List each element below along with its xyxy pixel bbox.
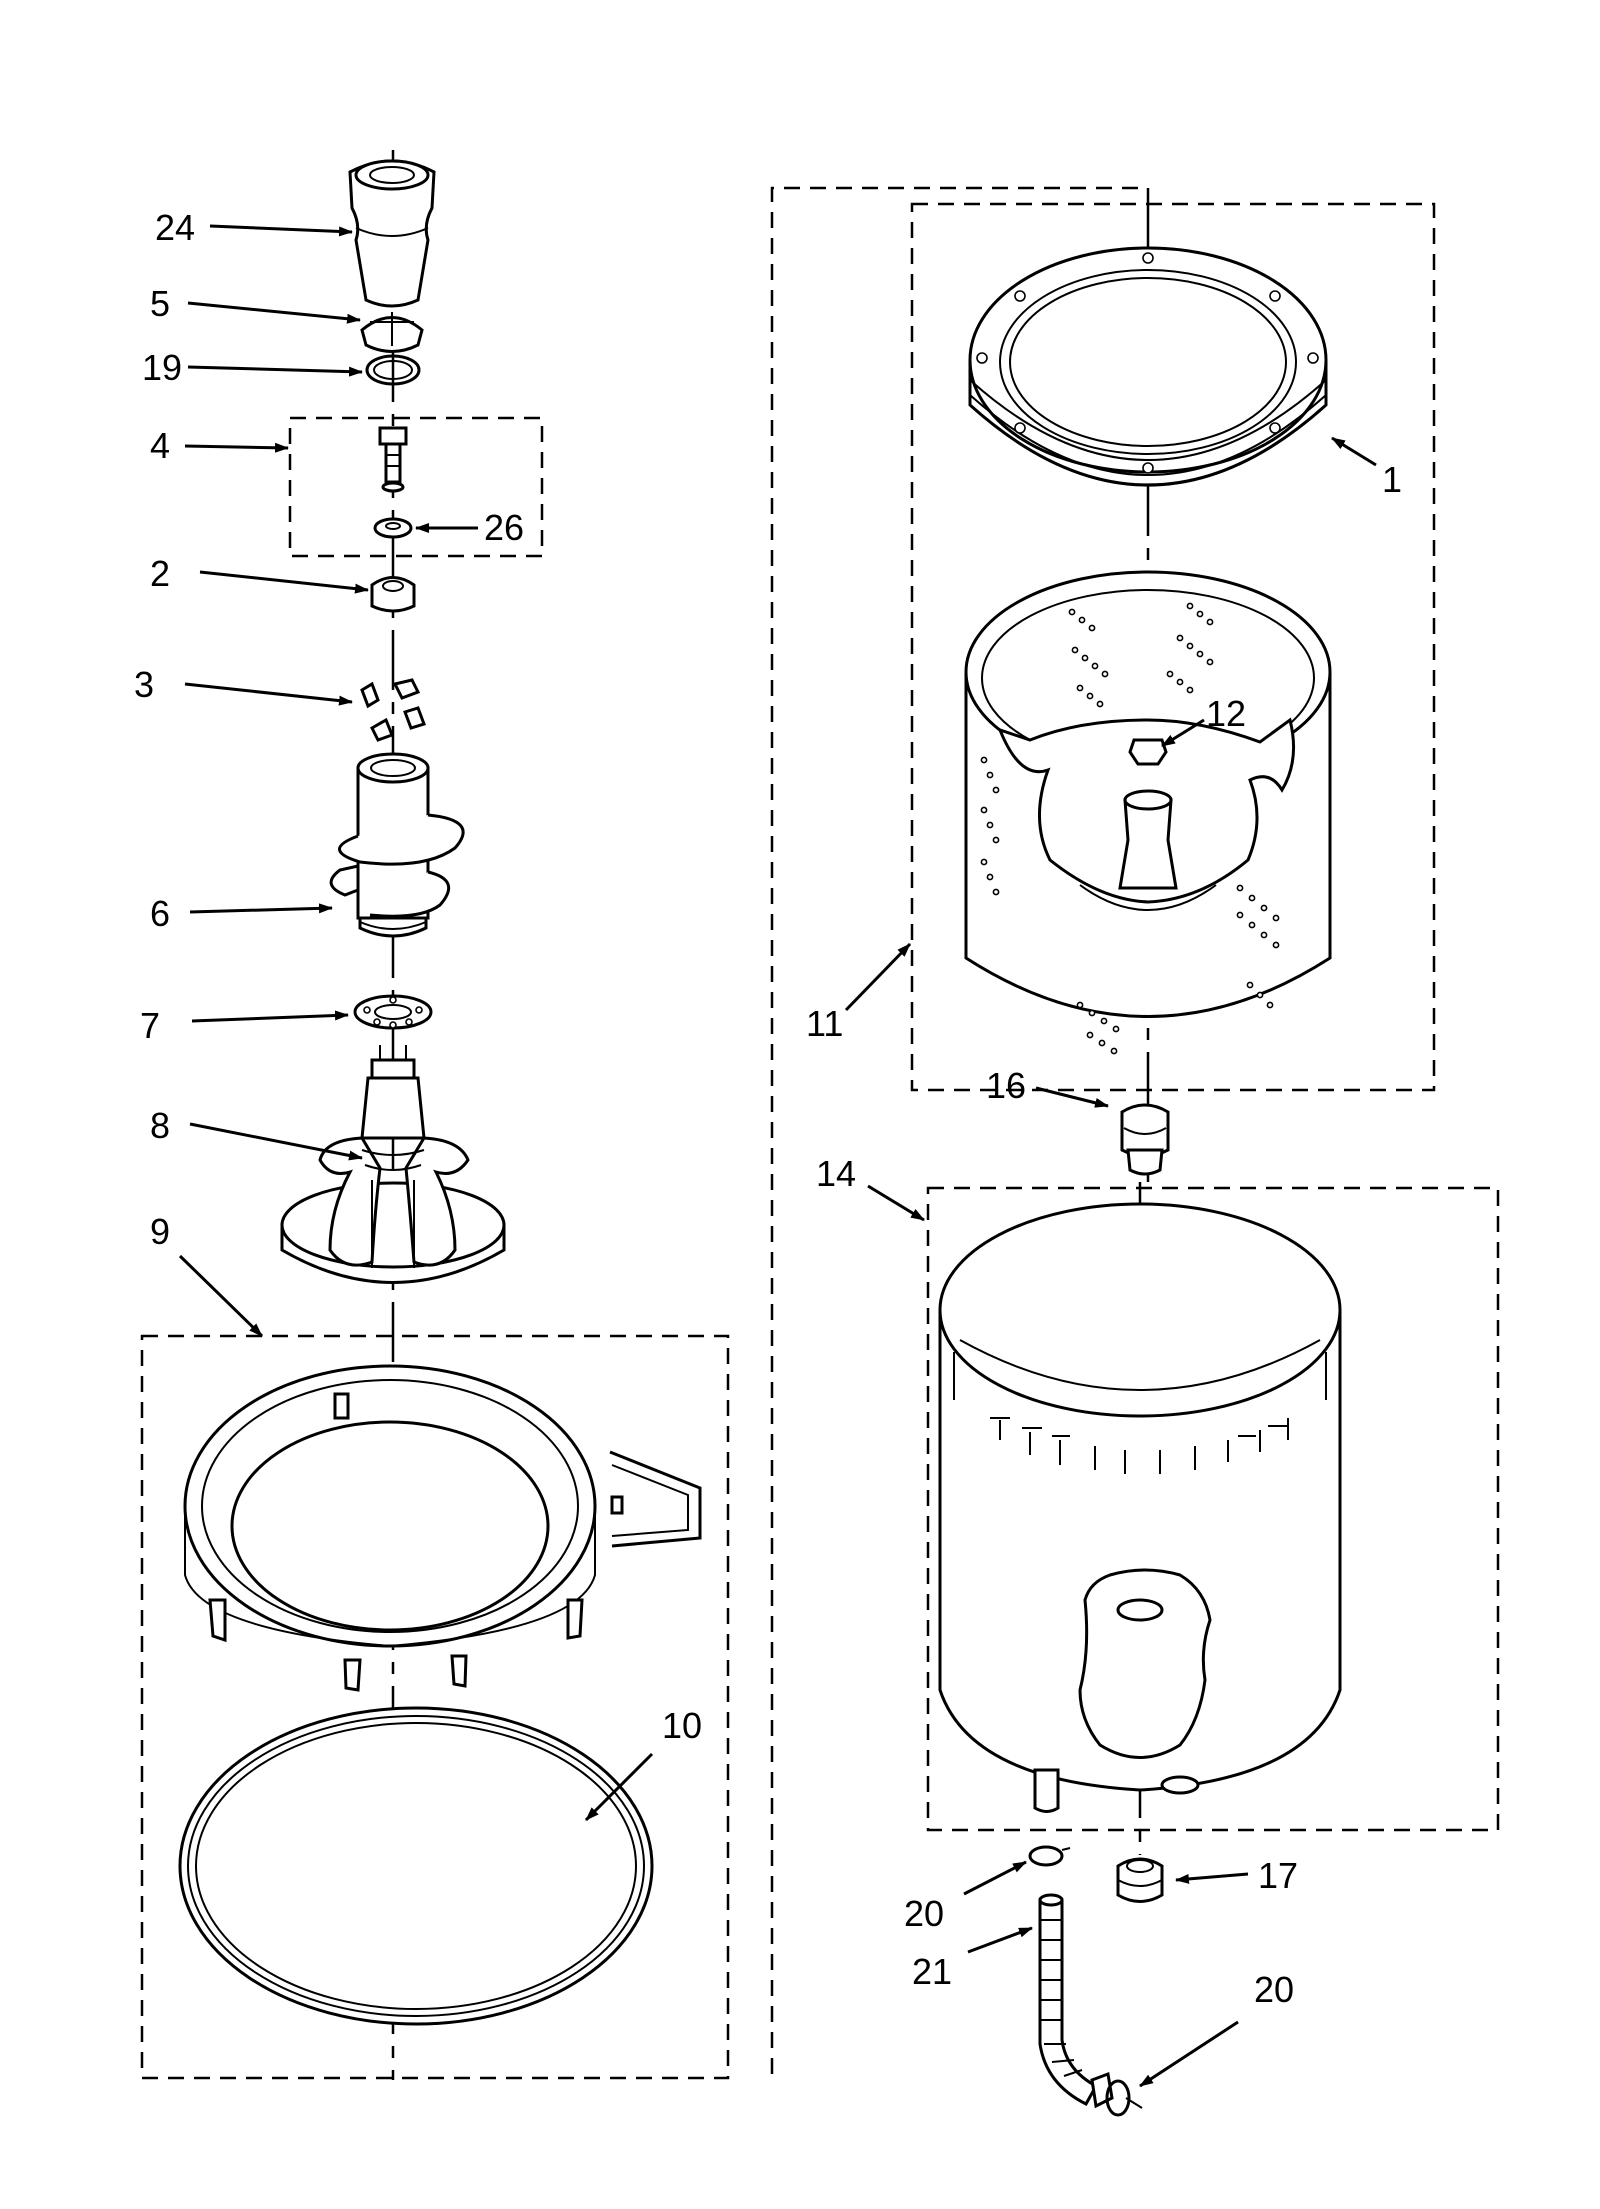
callout-19: 19: [142, 347, 182, 388]
callout-16: 16: [986, 1065, 1026, 1106]
part-19-ring: [365, 354, 421, 386]
part-2-cam: [370, 576, 416, 613]
part-14-outer-tub: [938, 1202, 1342, 1813]
part-16-nut: [1120, 1103, 1170, 1176]
bracket-line: [770, 186, 1148, 2074]
part-8-hub: [280, 1045, 506, 1284]
part-10-seal: [178, 1706, 654, 2026]
callout-10: 10: [662, 1705, 702, 1746]
basket-perforations: [980, 602, 1280, 1055]
kit-11-box: [910, 202, 1436, 1092]
callout-14: 14: [816, 1153, 856, 1194]
callout-21: 21: [912, 1951, 952, 1992]
kit-4-box: [288, 416, 544, 558]
callout-7: 7: [140, 1005, 160, 1046]
callout-12: 12: [1206, 693, 1246, 734]
part-11-basket: [964, 570, 1332, 1018]
part-bolt: [378, 426, 408, 493]
callout-9: 9: [150, 1211, 170, 1252]
part-24-agitator-cap: [348, 159, 436, 308]
callout-1: 1: [1382, 459, 1402, 500]
kit-9-box: [140, 1334, 730, 2080]
callout-5: 5: [150, 283, 170, 324]
part-3-dogs: [360, 678, 426, 742]
callout-20-lower: 20: [1254, 1969, 1294, 2010]
callout-4: 4: [150, 425, 170, 466]
part-6-auger: [329, 752, 465, 938]
part-21-hose: [1038, 1893, 1114, 2109]
part-26-washer: [373, 517, 413, 539]
leader-lines: [178, 224, 1377, 2088]
part-1-balance-ring: [968, 246, 1328, 487]
part-5-cap: [360, 312, 424, 353]
kit-14-box: [926, 1186, 1500, 1832]
callout-3: 3: [134, 664, 154, 705]
part-9-tub-ring: [183, 1364, 702, 1692]
part-20-clamp-upper: [1028, 1845, 1071, 1867]
callout-2: 2: [150, 553, 170, 594]
callout-26: 26: [484, 507, 524, 548]
callout-11: 11: [806, 1003, 843, 1044]
part-7-bearing: [353, 994, 433, 1030]
callout-17: 17: [1258, 1855, 1298, 1896]
callout-20-upper: 20: [904, 1893, 944, 1934]
callout-8: 8: [150, 1105, 170, 1146]
part-20-clamp-lower: [1105, 2079, 1143, 2117]
part-17-plug: [1116, 1857, 1164, 1903]
callout-24: 24: [155, 207, 195, 248]
callout-6: 6: [150, 893, 170, 934]
